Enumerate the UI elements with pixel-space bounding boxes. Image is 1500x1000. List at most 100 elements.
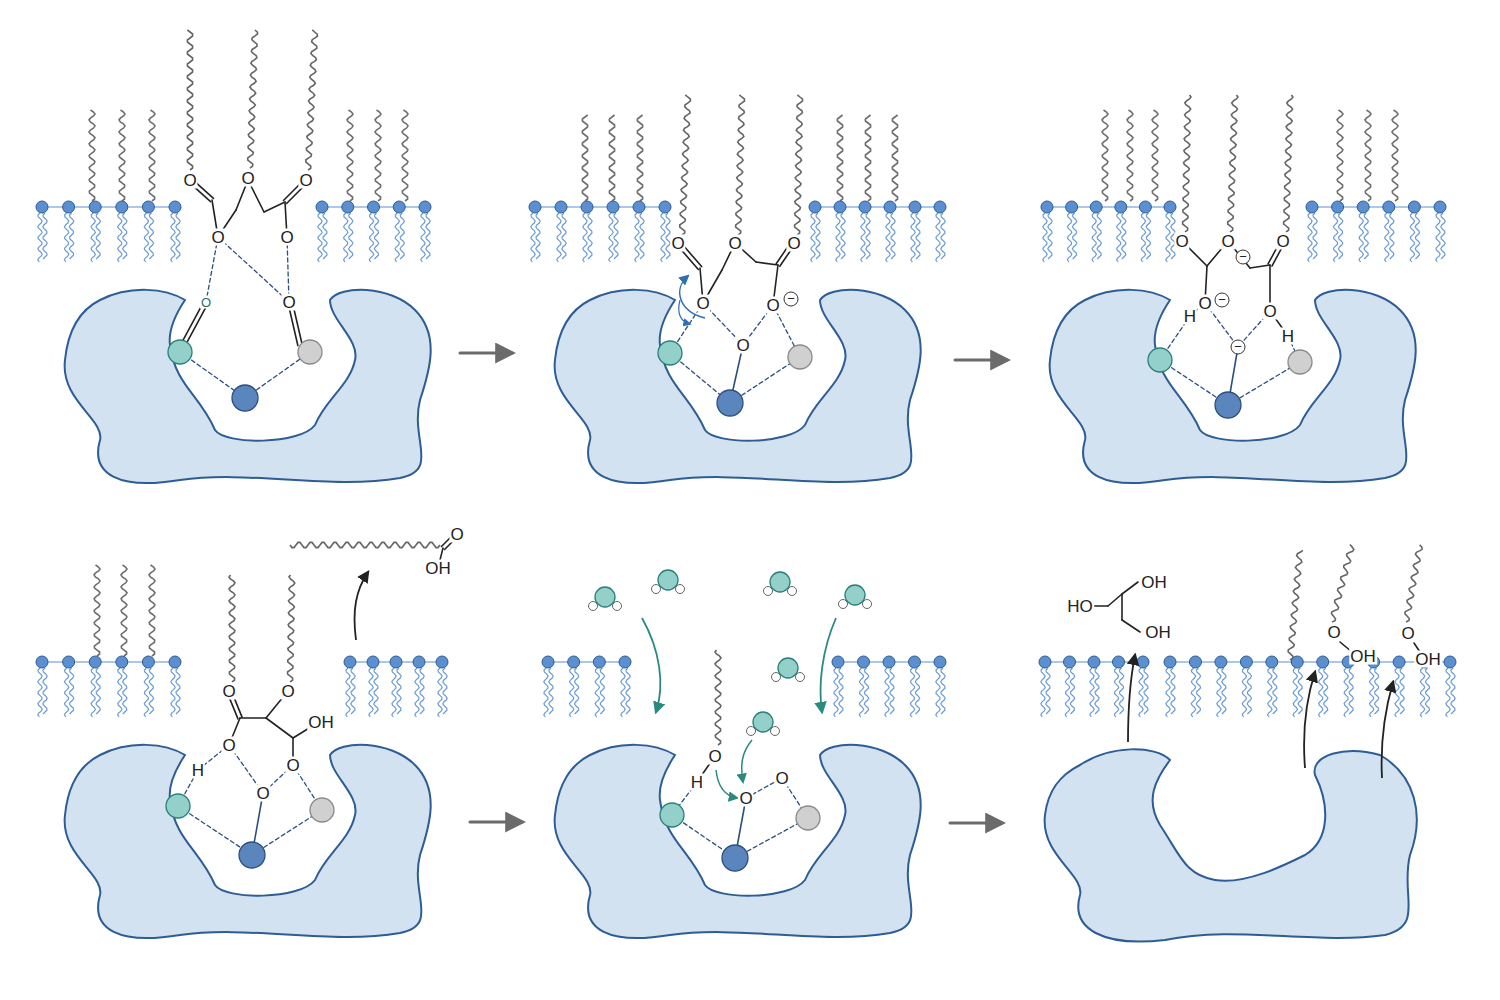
lipid-head — [883, 656, 895, 668]
fatty-acid-chain — [715, 650, 721, 745]
fatty-acid-chain — [892, 115, 897, 201]
curved-arrow — [355, 572, 369, 640]
lipid-tail — [841, 213, 845, 259]
lipid-tail — [890, 668, 894, 714]
curved-arrow — [1128, 655, 1135, 742]
enzyme-shape — [1050, 290, 1416, 483]
step-arrow — [950, 822, 1002, 825]
lipid-head — [1408, 201, 1420, 213]
lipid-head — [368, 201, 380, 213]
lipid-head — [1041, 201, 1053, 213]
fatty-acid-chain — [1228, 95, 1238, 232]
lipid-tail — [816, 213, 820, 259]
lipid-head — [1088, 656, 1100, 668]
lipid-tail — [575, 668, 579, 714]
fatty-acid-chain — [229, 575, 235, 682]
lipid-head — [89, 656, 101, 668]
lipid-tail — [1441, 213, 1445, 259]
lipid-head — [419, 201, 431, 213]
catalytic-residue — [1215, 392, 1241, 418]
lipid-tail — [1313, 213, 1317, 259]
lipid-head — [1240, 656, 1252, 668]
bond-line — [264, 202, 285, 212]
lipid-tail — [369, 213, 373, 262]
lipid-head — [1266, 656, 1278, 668]
catalytic-residue — [232, 385, 258, 411]
lipid-head — [169, 656, 181, 668]
membrane-line — [548, 661, 625, 662]
lipid-tail — [443, 668, 447, 714]
lipid-tail — [123, 668, 127, 714]
lipid-tail — [64, 213, 68, 262]
lipid-tail — [1065, 668, 1069, 717]
fatty-acid-chain — [582, 115, 587, 201]
lipid-tail — [176, 213, 180, 259]
lipid-head — [142, 656, 154, 668]
lipid-tail — [374, 213, 378, 259]
lipid-head — [1306, 201, 1318, 213]
lipid-head — [116, 656, 128, 668]
lipid-head — [581, 201, 593, 213]
fatty-acid-chain — [1102, 110, 1108, 201]
lipid-tail — [426, 213, 430, 259]
lipid-tail — [588, 213, 592, 259]
lipid-head — [859, 201, 871, 213]
lipid-head — [555, 201, 567, 213]
double-bond — [181, 305, 202, 344]
charge-label: − — [1236, 250, 1251, 265]
atom-label: H — [1281, 328, 1295, 345]
lipid-tail — [1247, 668, 1251, 714]
bond-line — [756, 262, 778, 265]
lipid-tail — [1041, 668, 1045, 717]
lipid-head — [1113, 656, 1125, 668]
lipid-head — [934, 201, 946, 213]
lipid-tail — [171, 668, 175, 717]
lipid-head — [1393, 656, 1405, 668]
lipid-tail — [1375, 668, 1379, 714]
lipid-head — [1164, 656, 1176, 668]
charge-label: − — [1231, 340, 1246, 355]
lipid-tail — [621, 668, 625, 717]
water-oxygen — [753, 712, 773, 732]
atom-label: O — [221, 737, 236, 754]
catalytic-residue — [298, 340, 322, 364]
lipid-tail — [866, 213, 870, 259]
lipid-tail — [1298, 668, 1302, 714]
membrane-line — [42, 206, 175, 207]
lipid-tail — [38, 668, 42, 717]
step-arrow — [460, 352, 512, 355]
water-oxygen — [595, 587, 615, 607]
fatty-acid-chain — [402, 110, 408, 201]
lipid-tail — [626, 668, 630, 714]
curved-arrow — [716, 770, 737, 798]
membrane-line — [1170, 661, 1450, 662]
lipid-head — [1066, 201, 1078, 213]
lipid-tail — [661, 213, 665, 262]
fatty-acid-chain — [94, 565, 100, 656]
lipid-tail — [891, 213, 895, 259]
lipid-tail — [1166, 213, 1170, 262]
atom-label: OH — [1349, 648, 1377, 665]
atom-label: O — [281, 294, 296, 311]
lipid-tail — [1308, 213, 1312, 262]
lipid-head — [542, 656, 554, 668]
lipid-head — [1115, 201, 1127, 213]
water-oxygen — [845, 585, 865, 605]
atom-label: O — [1197, 295, 1212, 312]
lipid-tail — [1119, 668, 1123, 714]
lipid-tail — [1410, 213, 1414, 262]
atom-label: O — [240, 170, 255, 187]
catalytic-residue — [239, 842, 265, 868]
atom-label: O — [735, 337, 750, 354]
lipid-tail — [1070, 668, 1074, 714]
lipid-tail — [570, 668, 574, 717]
atom-label: O — [279, 229, 294, 246]
lipid-tail — [1349, 668, 1353, 714]
lipid-head — [1332, 201, 1344, 213]
lipid-tail — [118, 668, 122, 717]
fatty-acid-chain — [187, 30, 192, 170]
lipid-head — [1215, 656, 1227, 668]
lipid-tail — [1196, 668, 1200, 714]
atom-label: OH — [1144, 624, 1172, 641]
fatty-acid-chain — [837, 115, 842, 201]
